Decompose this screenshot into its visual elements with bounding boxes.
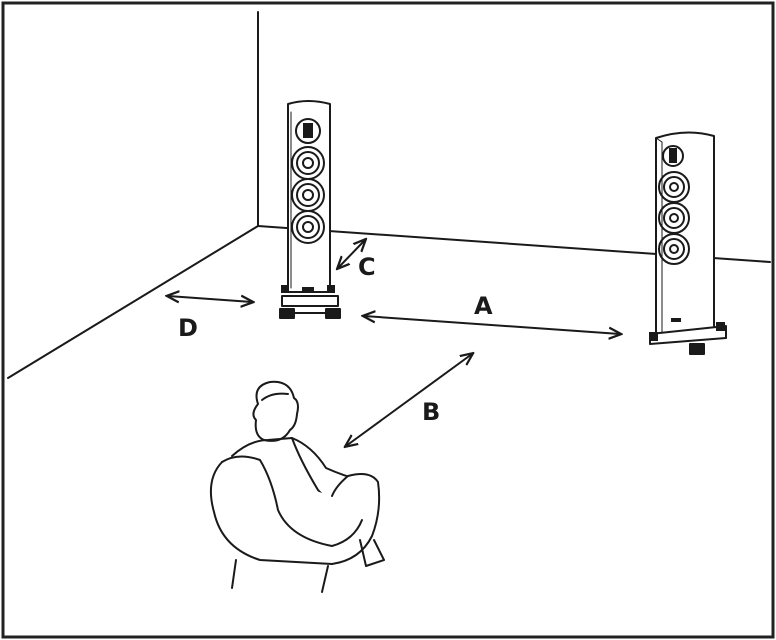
label-d: D — [178, 314, 198, 342]
dimension-arrow-d — [168, 296, 252, 302]
label-b: B — [422, 398, 440, 426]
dimension-arrow-c — [338, 240, 365, 268]
label-c: C — [358, 253, 376, 281]
dimension-arrow-a — [364, 316, 620, 334]
dimension-arrow-b — [346, 354, 472, 446]
listener-in-armchair-icon — [209, 380, 385, 593]
label-a: A — [474, 292, 493, 320]
speaker-right-icon — [649, 131, 727, 355]
speaker-left-icon — [279, 100, 341, 319]
